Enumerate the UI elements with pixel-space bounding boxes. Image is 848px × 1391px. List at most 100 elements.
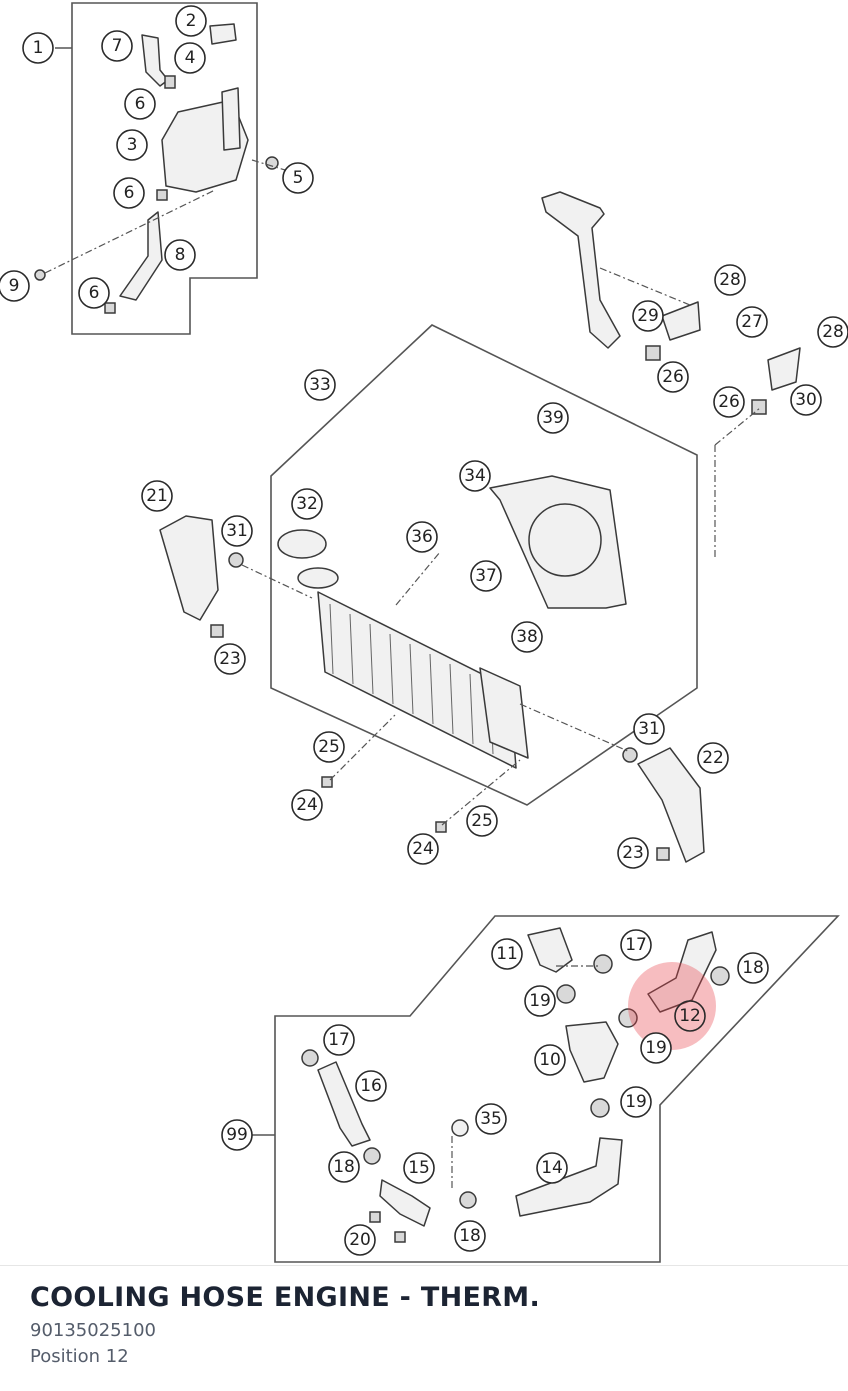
callout-18a[interactable]: 18 — [737, 952, 769, 984]
callout-9[interactable]: 9 — [0, 270, 30, 302]
part-title: COOLING HOSE ENGINE - THERM. — [30, 1282, 541, 1313]
callout-label: 35 — [480, 1109, 502, 1129]
callout-label: 1 — [33, 38, 44, 58]
callout-label: 10 — [539, 1050, 561, 1070]
callout-label: 25 — [318, 737, 340, 757]
callout-label: 18 — [742, 958, 764, 978]
callout-label: 17 — [328, 1030, 350, 1050]
callout-19c[interactable]: 19 — [620, 1086, 652, 1118]
callout-28b[interactable]: 28 — [817, 316, 848, 348]
hose-11 — [527, 927, 573, 973]
callout-31a[interactable]: 31 — [221, 515, 253, 547]
callout-label: 31 — [226, 521, 248, 541]
callout-23a[interactable]: 23 — [214, 643, 246, 675]
tank-cap — [209, 23, 237, 45]
callout-6a[interactable]: 6 — [124, 88, 156, 120]
callout-6c[interactable]: 6 — [78, 277, 110, 309]
callout-label: 36 — [411, 527, 433, 547]
exploded-parts-diagram: 1 2 7 4 6 3 5 6 8 9 6 28 29 27 28 26 26 … — [0, 2, 848, 1263]
callout-label: 14 — [541, 1158, 563, 1178]
callout-7[interactable]: 7 — [101, 30, 133, 62]
callout-27[interactable]: 27 — [736, 306, 768, 338]
callout-label: 7 — [112, 36, 123, 56]
callout-29[interactable]: 29 — [632, 300, 664, 332]
callout-label: 99 — [226, 1125, 248, 1145]
callout-label: 19 — [625, 1092, 647, 1112]
callout-31b[interactable]: 31 — [633, 713, 665, 745]
callout-label: 20 — [349, 1230, 371, 1250]
callout-19a[interactable]: 19 — [524, 985, 556, 1017]
callout-17a[interactable]: 17 — [620, 929, 652, 961]
callout-label: 34 — [464, 466, 486, 486]
hose-16 — [317, 1061, 371, 1147]
callout-99[interactable]: 99 — [221, 1119, 253, 1151]
callout-1[interactable]: 1 — [22, 32, 54, 64]
callout-label: 32 — [296, 494, 318, 514]
callout-24a[interactable]: 24 — [291, 789, 323, 821]
callout-14[interactable]: 14 — [536, 1152, 568, 1184]
callout-10[interactable]: 10 — [534, 1044, 566, 1076]
callout-label: 6 — [135, 94, 146, 114]
callout-15[interactable]: 15 — [403, 1152, 435, 1184]
callout-3[interactable]: 3 — [116, 129, 148, 161]
hose-group-frame — [274, 915, 840, 1263]
callout-30[interactable]: 30 — [790, 384, 822, 416]
callout-label: 38 — [516, 627, 538, 647]
radiator — [317, 591, 517, 769]
callout-label: 19 — [529, 991, 551, 1011]
callout-23b[interactable]: 23 — [617, 837, 649, 869]
callout-label: 33 — [309, 375, 331, 395]
callout-32[interactable]: 32 — [291, 488, 323, 520]
callout-25a[interactable]: 25 — [313, 731, 345, 763]
callout-26b[interactable]: 26 — [713, 386, 745, 418]
callout-35[interactable]: 35 — [475, 1103, 507, 1135]
callout-25b[interactable]: 25 — [466, 805, 498, 837]
callout-label: 5 — [293, 168, 304, 188]
callout-label: 29 — [637, 306, 659, 326]
callout-20[interactable]: 20 — [344, 1224, 376, 1256]
callout-label: 25 — [471, 811, 493, 831]
radiator-cap — [277, 529, 327, 559]
callout-24b[interactable]: 24 — [407, 833, 439, 865]
radiator-filler-neck — [297, 567, 339, 589]
callout-label: 23 — [219, 649, 241, 669]
callout-6b[interactable]: 6 — [113, 177, 145, 209]
callout-36[interactable]: 36 — [406, 521, 438, 553]
callout-21[interactable]: 21 — [141, 480, 173, 512]
bracket-plate — [661, 301, 701, 341]
highlight-glow-position-12 — [628, 962, 716, 1050]
callout-label: 28 — [822, 322, 844, 342]
callout-label: 18 — [459, 1226, 481, 1246]
callout-16[interactable]: 16 — [355, 1070, 387, 1102]
callout-34[interactable]: 34 — [459, 460, 491, 492]
callout-label: 3 — [127, 135, 138, 155]
callout-28a[interactable]: 28 — [714, 264, 746, 296]
callout-label: 19 — [645, 1038, 667, 1058]
callout-38[interactable]: 38 — [511, 621, 543, 653]
callout-18c[interactable]: 18 — [454, 1220, 486, 1252]
callout-label: 15 — [408, 1158, 430, 1178]
callout-33[interactable]: 33 — [304, 369, 336, 401]
callout-label: 11 — [496, 944, 518, 964]
callout-12[interactable]: 12 — [674, 1000, 706, 1032]
callout-18b[interactable]: 18 — [328, 1151, 360, 1183]
callout-37[interactable]: 37 — [470, 560, 502, 592]
bracket-plate-right — [767, 347, 801, 391]
callout-22[interactable]: 22 — [697, 742, 729, 774]
callout-label: 22 — [702, 748, 724, 768]
callout-26a[interactable]: 26 — [657, 361, 689, 393]
callout-39[interactable]: 39 — [537, 402, 569, 434]
callout-label: 24 — [412, 839, 434, 859]
callout-5[interactable]: 5 — [282, 162, 314, 194]
callout-4[interactable]: 4 — [174, 42, 206, 74]
callout-17b[interactable]: 17 — [323, 1024, 355, 1056]
tank-breather-hose — [141, 34, 169, 87]
callout-8[interactable]: 8 — [164, 239, 196, 271]
callout-label: 27 — [741, 312, 763, 332]
callout-19b[interactable]: 19 — [640, 1032, 672, 1064]
callout-11[interactable]: 11 — [491, 938, 523, 970]
callout-2[interactable]: 2 — [175, 5, 207, 37]
radiator-guard-left — [159, 515, 219, 621]
callout-label: 17 — [625, 935, 647, 955]
radiator-group-frame — [270, 324, 698, 806]
